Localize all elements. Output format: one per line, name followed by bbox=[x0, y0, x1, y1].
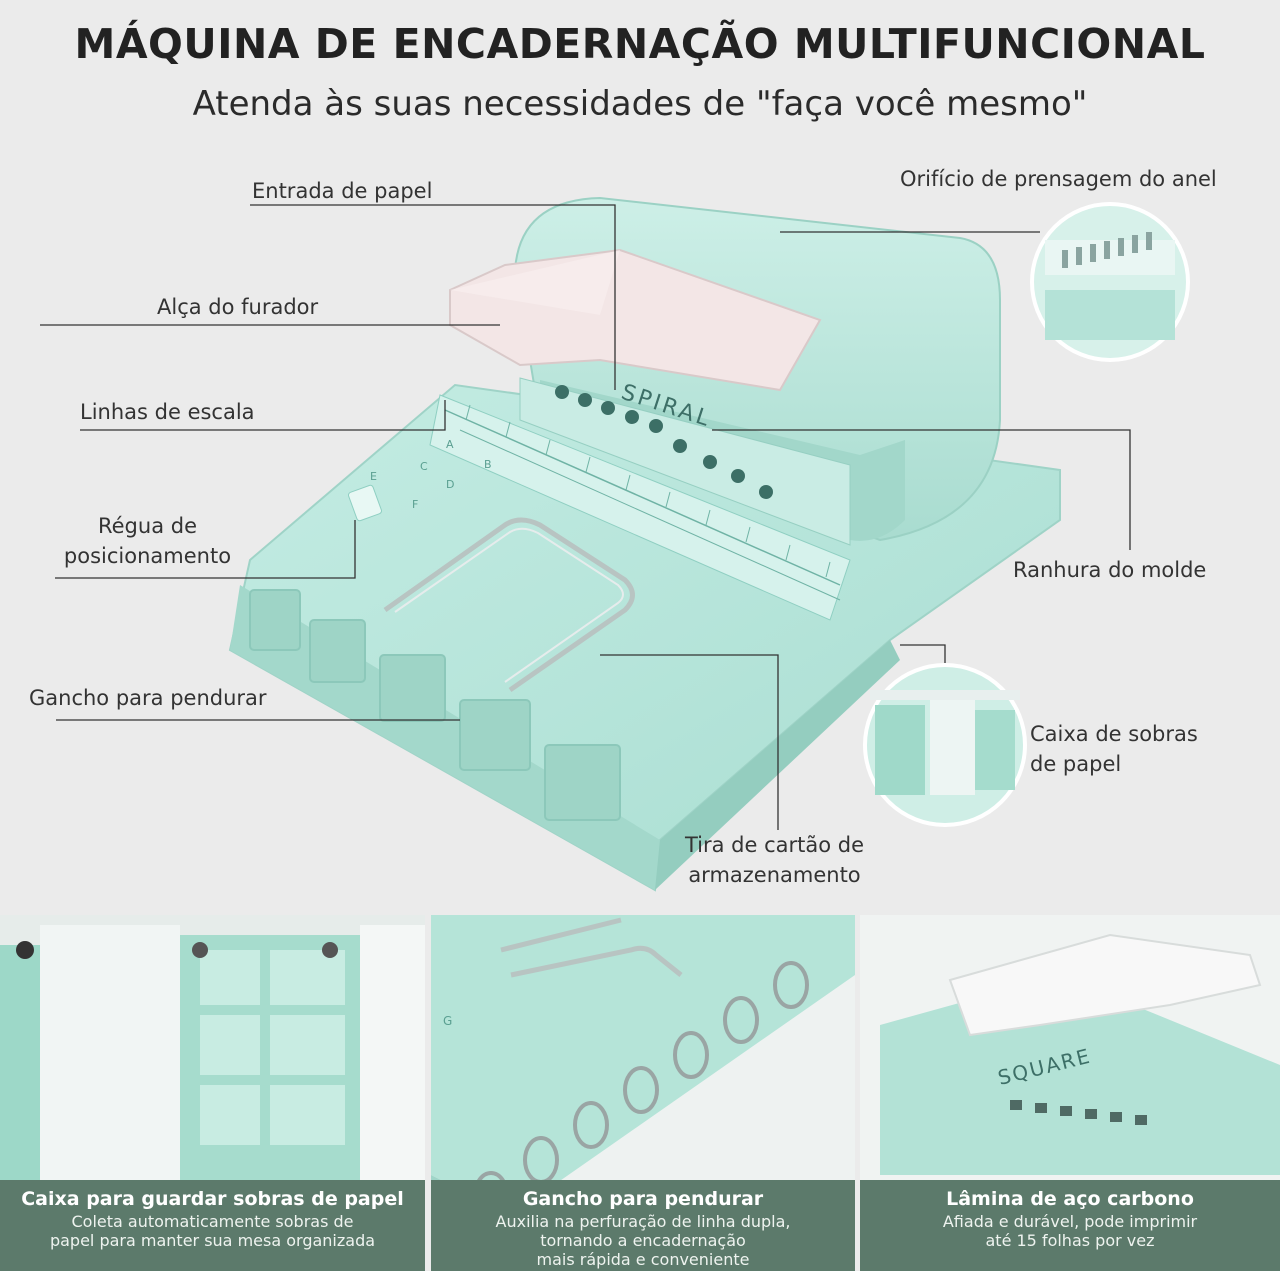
ruler-letter-a: A bbox=[446, 438, 454, 451]
label-card-strip: Tira de cartão de armazenamento bbox=[684, 833, 865, 887]
label-hanging-hook: Gancho para pendurar bbox=[29, 686, 267, 710]
page-title: MÁQUINA DE ENCADERNAÇÃO MULTIFUNCIONAL bbox=[74, 20, 1206, 68]
panel-carbon-blade: SQUARE Lâmina de aço carbono Afiada e du… bbox=[860, 915, 1280, 1271]
ruler-letter-c: C bbox=[420, 460, 428, 473]
panel-scrap-box: Caixa para guardar sobras de papel Colet… bbox=[0, 915, 425, 1271]
ruler-letter-g: G bbox=[443, 1014, 452, 1028]
positioning-slider[interactable] bbox=[347, 484, 383, 522]
punch-holes bbox=[555, 385, 773, 499]
label-ring-hole: Orifício de prensagem do anel bbox=[900, 167, 1217, 191]
ruler-letter-e: E bbox=[370, 470, 377, 483]
ruler-letter-f: F bbox=[412, 498, 418, 511]
ring-hole-detail-circle bbox=[1030, 202, 1190, 362]
label-positioning-ruler: Régua de posicionamento bbox=[63, 514, 232, 568]
page-subtitle: Atenda às suas necessidades de "faça voc… bbox=[192, 84, 1088, 124]
binding-machine-illustration: A B C D E F SPIRAL bbox=[40, 196, 1190, 892]
callout-lines bbox=[40, 204, 1131, 830]
label-punch-handle: Alça do furador bbox=[157, 295, 319, 319]
ruler-scale bbox=[429, 394, 851, 621]
label-scale-lines: Linhas de escala bbox=[80, 400, 255, 424]
panel-hanging-hook: G Gancho para pendurar Auxilia na perfur… bbox=[431, 915, 855, 1271]
scrap-box-detail-circle bbox=[863, 663, 1027, 827]
ruler-letter-b: B bbox=[484, 458, 492, 471]
caption-carbon-blade: Lâmina de aço carbono Afiada e durável, … bbox=[860, 1180, 1280, 1271]
caption-hanging-hook: Gancho para pendurar Auxilia na perfuraç… bbox=[431, 1180, 855, 1271]
label-mold-slot: Ranhura do molde bbox=[1013, 558, 1207, 582]
punch-handle[interactable] bbox=[449, 248, 822, 392]
caption-scrap-box: Caixa para guardar sobras de papel Colet… bbox=[0, 1180, 425, 1271]
hanging-hook-wire bbox=[383, 517, 635, 693]
label-scrap-box: Caixa de sobras de papel bbox=[1030, 722, 1198, 776]
label-paper-entry: Entrada de papel bbox=[252, 179, 433, 203]
front-compartments bbox=[249, 589, 621, 821]
ruler-letter-d: D bbox=[446, 478, 454, 491]
